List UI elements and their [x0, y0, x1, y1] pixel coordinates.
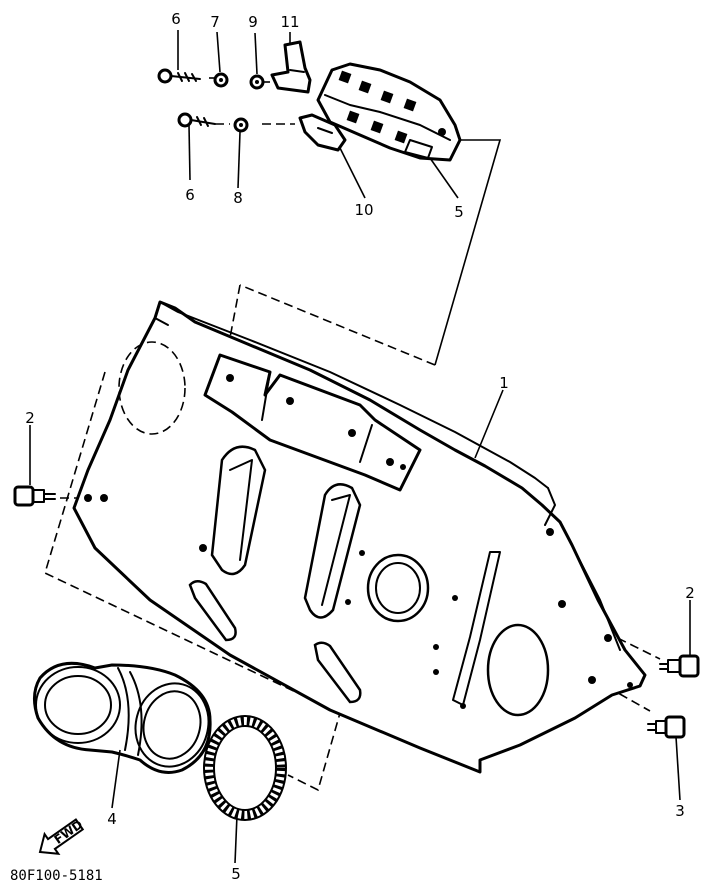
screw-part-5-upper: [157, 68, 201, 84]
bolt-part-3: [647, 715, 686, 739]
drawing-code: 80F100-5181: [10, 868, 103, 884]
callout-4: 5: [454, 203, 464, 221]
callout-8: 10: [354, 201, 373, 219]
front-direction-arrow-icon: FWD: [38, 817, 86, 856]
callout-labels: 6 7 9 11 6 8 10 5 1 2 2 3 4 5: [25, 10, 695, 883]
bolt-part-2-right: [659, 654, 700, 678]
clamp-ring-part-10: [203, 715, 287, 821]
callout-7: 9: [248, 13, 258, 31]
callout-leader-lines: [29, 30, 691, 864]
clip-part-8: [298, 113, 347, 152]
grommet-part-6-upper: [213, 72, 229, 88]
callout-2: 2: [685, 584, 695, 602]
callout-5: 6: [185, 186, 195, 204]
callout-2: 2: [25, 409, 35, 427]
bolt-part-2-left: [13, 485, 56, 507]
callout-6: 7: [210, 13, 220, 31]
clip-part-11: [270, 40, 312, 94]
screw-part-5-lower: [177, 112, 216, 128]
intake-joint-part-9: [33, 661, 212, 774]
bracket-holder-part-4: [316, 62, 462, 162]
callout-1: 1: [499, 374, 509, 392]
fwd-label: FWD: [52, 817, 86, 846]
collar-part-7: [249, 74, 265, 90]
main-panel-part-1: [72, 300, 647, 774]
callout-3: 3: [675, 802, 685, 820]
callout-9: 4: [107, 810, 117, 828]
callout-11: 11: [280, 13, 299, 31]
callout-10: 5: [231, 865, 241, 883]
callout-6: 8: [233, 189, 243, 207]
callout-5: 6: [171, 10, 181, 28]
grommet-part-6-lower: [233, 117, 249, 133]
